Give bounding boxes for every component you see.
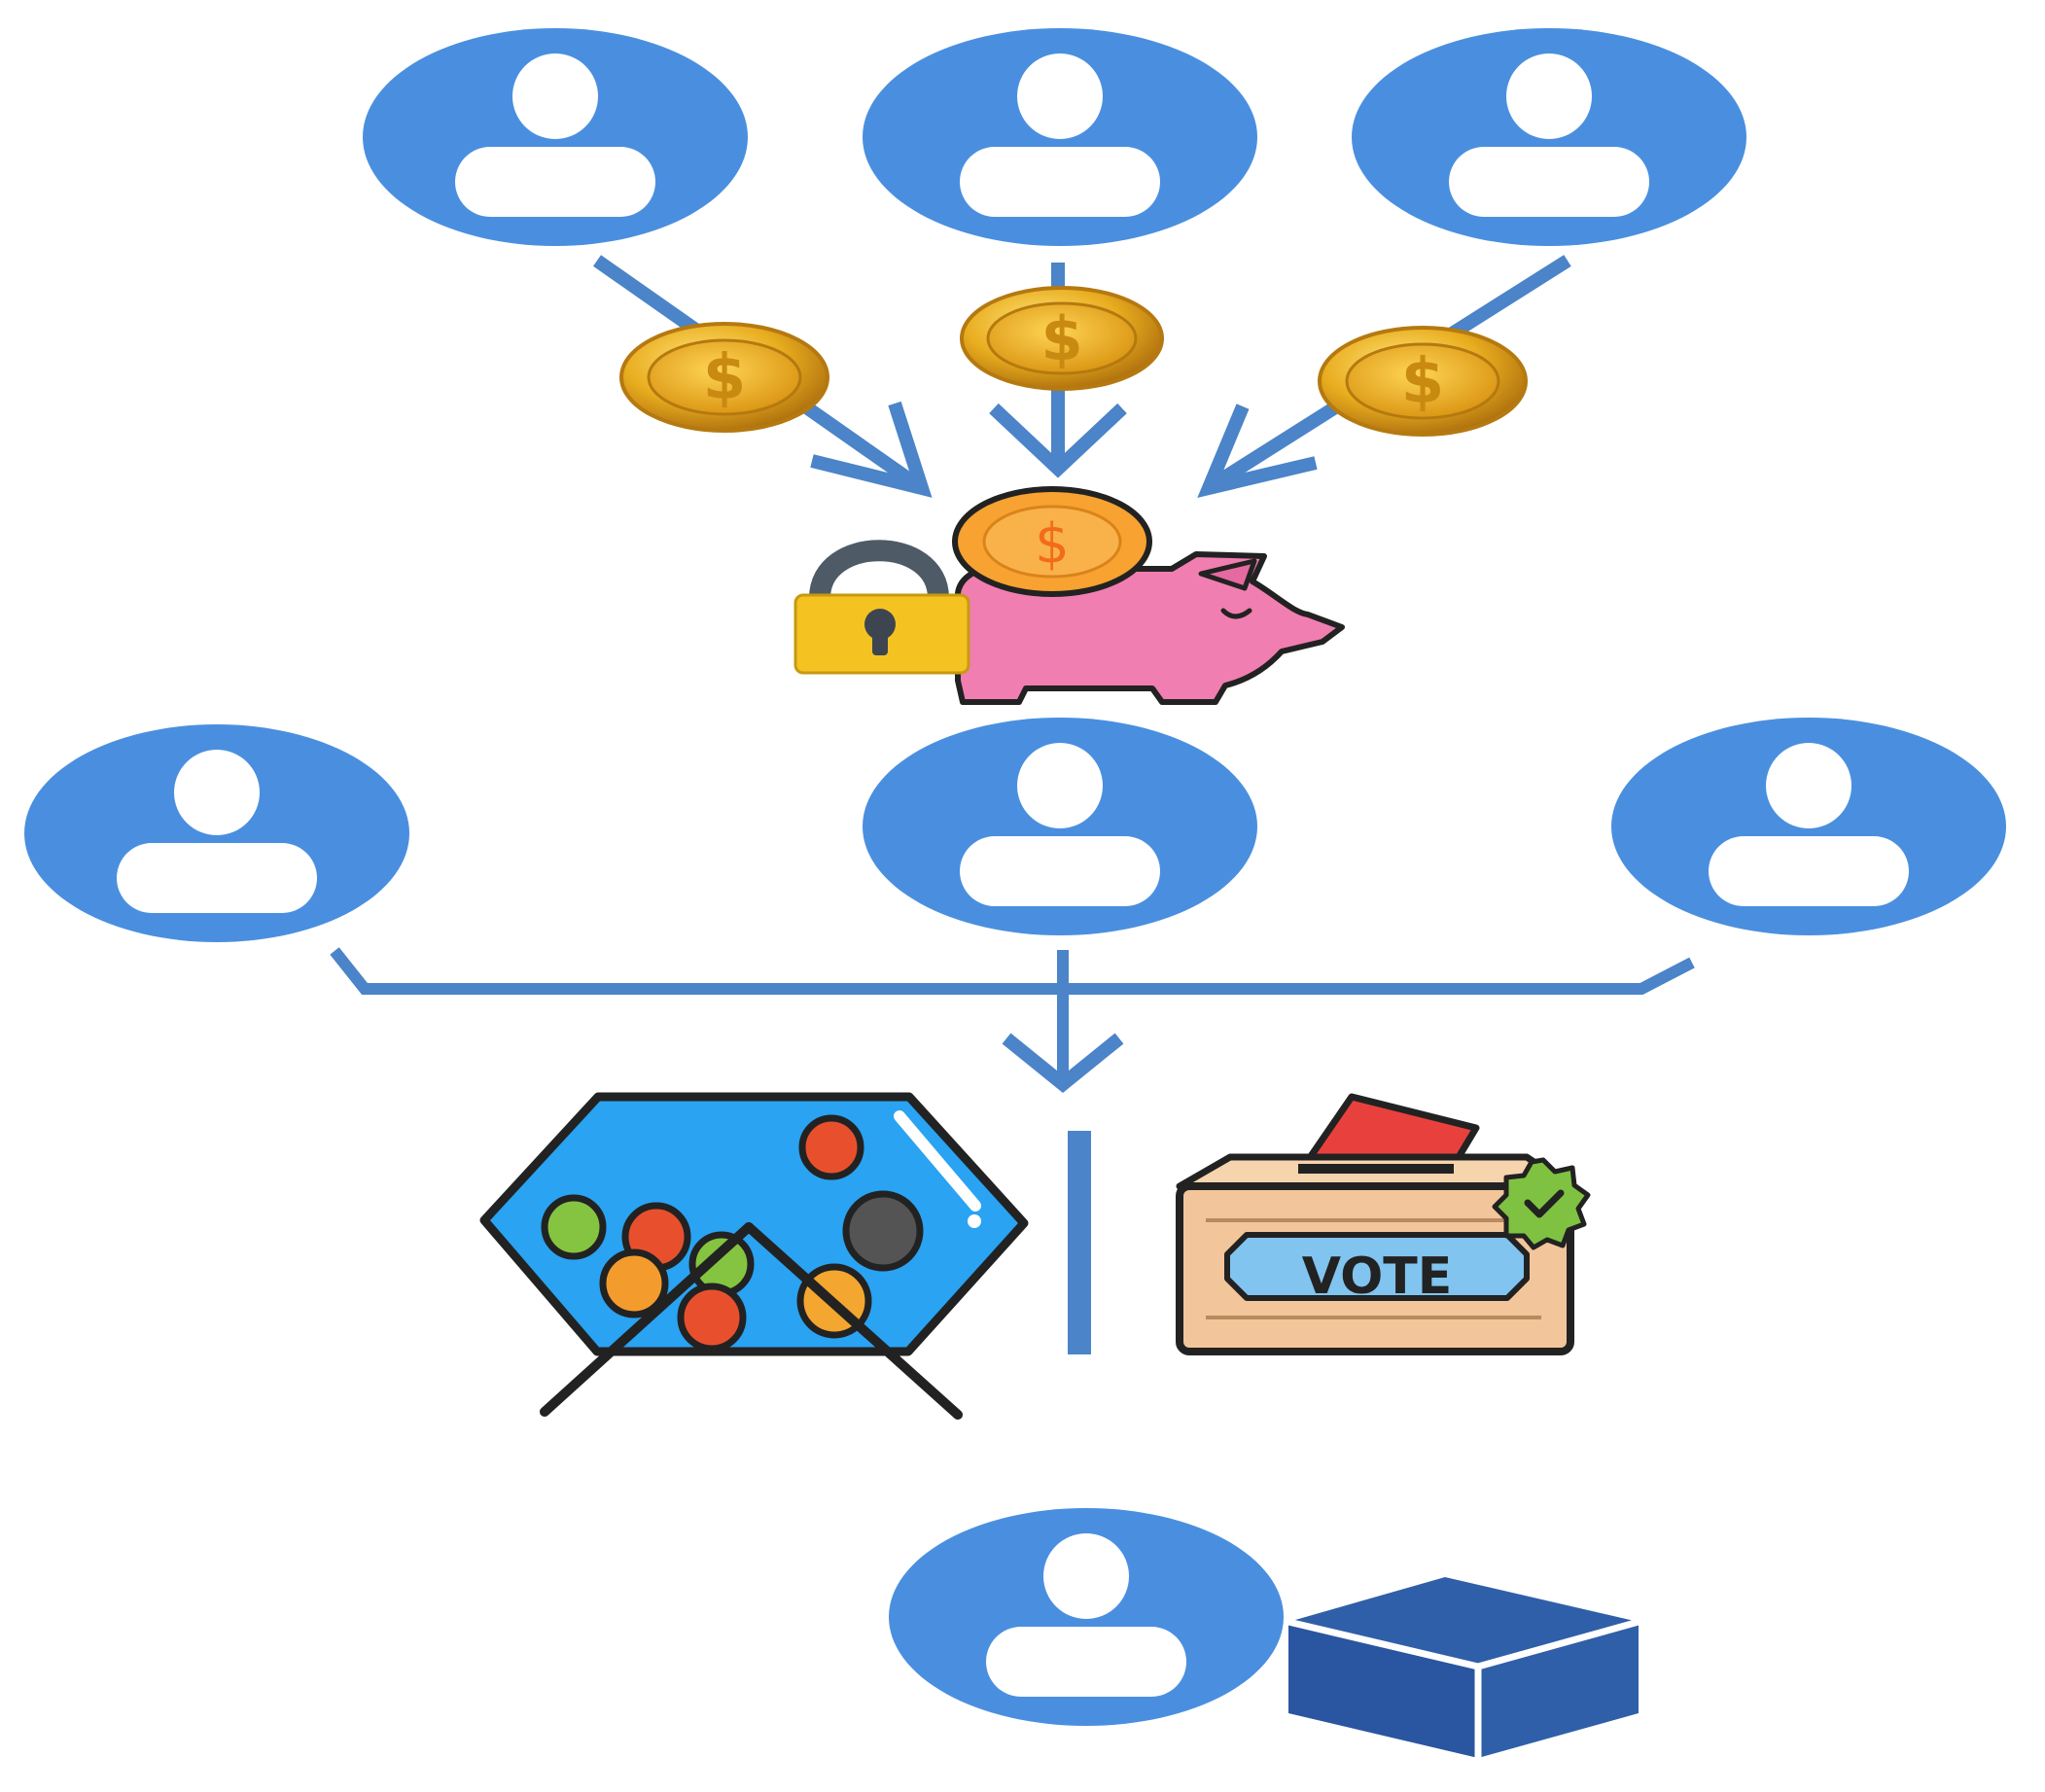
contributor-avatar-3 (1352, 28, 1746, 246)
check-badge-icon (1492, 1157, 1591, 1250)
participant-avatar-3 (1611, 718, 2006, 935)
coin-1: $ (619, 322, 829, 433)
dollar-coin-icon: $ (1401, 346, 1445, 418)
down-arrow (1002, 1033, 1124, 1094)
recipient-avatar (889, 1508, 1284, 1726)
pool-coin: $ (952, 486, 1152, 597)
contributor-avatar-2 (863, 28, 1257, 246)
vote-label: VOTE (1302, 1247, 1453, 1306)
locked-piggy-bank-icon: $ (793, 486, 1345, 705)
participant-avatar-1 (24, 724, 409, 942)
coin-2: $ (960, 286, 1164, 391)
merge-connector (330, 947, 1695, 1094)
padlock-icon (793, 540, 970, 675)
dollar-coin-icon: $ (703, 342, 747, 414)
coin-3: $ (1318, 326, 1528, 437)
user-icon (1017, 743, 1103, 828)
user-icon (174, 750, 260, 835)
user-icon (1043, 1533, 1129, 1619)
dollar-symbol: $ (1035, 512, 1070, 576)
contributor-avatar-1 (363, 28, 748, 246)
participant-avatar-2 (863, 718, 1257, 935)
user-icon (1766, 743, 1851, 828)
user-icon (1506, 53, 1592, 139)
user-icon (512, 53, 598, 139)
dollar-coin-icon: $ (1040, 303, 1082, 374)
lottery-machine-icon (479, 1092, 1029, 1420)
user-icon (1017, 53, 1103, 139)
ballot-box-icon: VOTE (1176, 1093, 1591, 1355)
block-cube-icon (1287, 1577, 1640, 1758)
